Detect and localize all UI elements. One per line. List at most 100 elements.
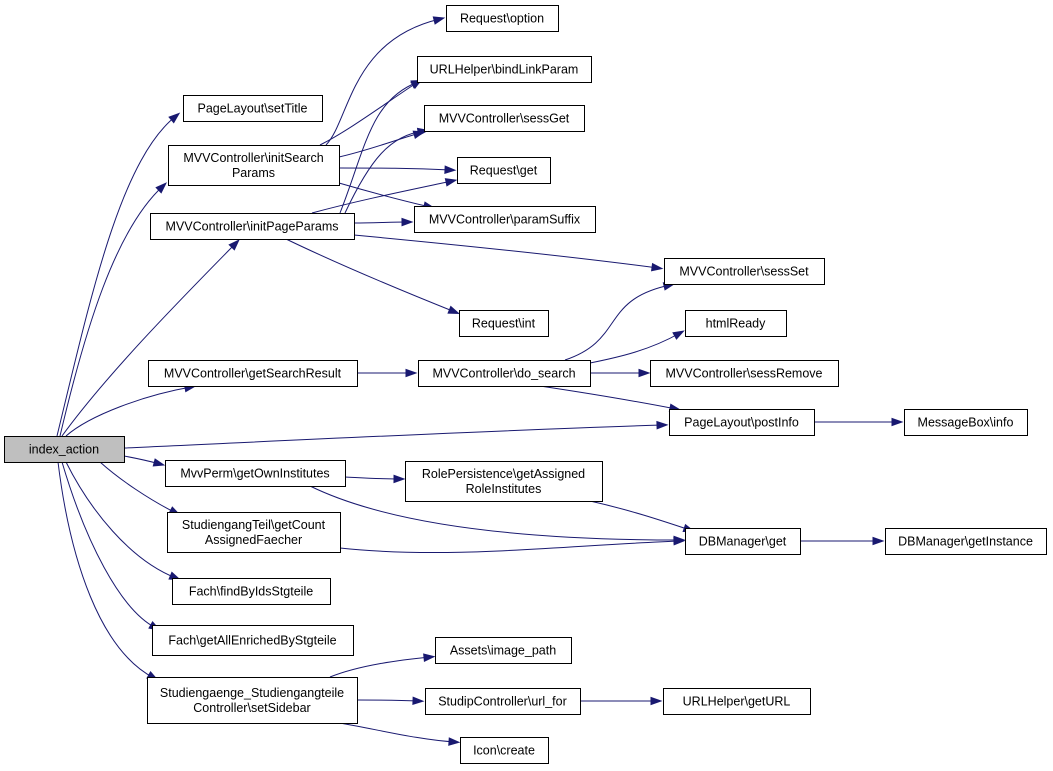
- node-getAssignedRoleInstitutes-label: RolePersistence\getAssigned: [422, 467, 585, 481]
- edge-getCountAssignedFaecher-to-dbGet: [339, 536, 686, 554]
- edge-initPageParams-to-requestGet-line: [311, 180, 453, 214]
- node-index_action-box: [4, 436, 125, 463]
- node-index_action[interactable]: index_action: [4, 436, 125, 463]
- node-iconCreate-box: [460, 737, 549, 764]
- node-requestOption-label: Request\option: [460, 12, 544, 26]
- node-initPageParams[interactable]: MVVController\initPageParams: [150, 213, 355, 240]
- node-getCountAssignedFaecher-label: StudiengangTeil\getCount: [182, 518, 326, 532]
- node-initSearchParams-label: MVVController\initSearch: [183, 151, 323, 165]
- node-doSearch-box: [418, 360, 591, 387]
- node-setTitle-label: PageLayout\setTitle: [197, 102, 307, 116]
- edge-setSidebar-to-iconCreate: [339, 722, 461, 746]
- edge-getSearchResult-to-doSearch-arrowhead: [405, 368, 418, 378]
- node-paramSuffix[interactable]: MVVController\paramSuffix: [414, 206, 596, 233]
- edge-getOwnInstitutes-to-getAssignedRoleInstitutes: [344, 474, 406, 484]
- edge-doSearch-to-sessRemove-arrowhead: [638, 368, 651, 378]
- edge-index_action-to-initSearchParams-arrowhead: [155, 182, 167, 194]
- node-requestGet[interactable]: Request\get: [457, 157, 551, 184]
- nodes-layer: index_action PageLayout\setTitleMVVContro…: [4, 5, 1047, 764]
- node-initSearchParams-box: [168, 145, 340, 186]
- node-sessGet-label: MVVController\sessGet: [439, 112, 570, 126]
- edge-doSearch-to-sessSet: [564, 282, 676, 361]
- node-setSidebar-label: Studiengaenge_Studiengangteile: [160, 686, 344, 700]
- node-setSidebar[interactable]: Studiengaenge_StudiengangteileController…: [147, 677, 358, 724]
- node-setSidebar-box: [147, 677, 358, 724]
- node-sessSet[interactable]: MVVController\sessSet: [664, 258, 825, 285]
- edge-postInfo-to-messageBoxInfo-arrowhead: [891, 417, 904, 427]
- edge-index_action-to-getOwnInstitutes-arrowhead: [152, 458, 166, 467]
- edge-doSearch-to-htmlReady-line: [589, 332, 681, 364]
- edge-doSearch-to-sessRemove: [590, 368, 651, 378]
- edge-setSidebar-to-iconCreate-line: [339, 722, 456, 743]
- node-iconCreate[interactable]: Icon\create: [460, 737, 549, 764]
- edge-initPageParams-to-requestGet: [311, 178, 458, 214]
- edge-doSearch-to-htmlReady: [589, 330, 685, 364]
- edge-index_action-to-setTitle-line: [56, 115, 177, 437]
- node-sessRemove-box: [650, 360, 839, 387]
- node-requestOption[interactable]: Request\option: [446, 5, 559, 32]
- edge-setSidebar-to-imagePath: [329, 653, 436, 678]
- node-sessSet-box: [664, 258, 825, 285]
- node-setTitle-box: [183, 95, 323, 122]
- edge-getOwnInstitutes-to-getAssignedRoleInstitutes-line: [344, 476, 401, 480]
- edge-initSearchParams-to-requestGet-line: [338, 167, 452, 171]
- node-imagePath-label: Assets\image_path: [450, 644, 556, 658]
- edge-index_action-to-findByIdsStgteile: [65, 461, 182, 581]
- node-requestGet-box: [457, 157, 551, 184]
- edge-index_action-to-initPageParams-arrowhead: [228, 239, 240, 251]
- node-requestInt-label: Request\int: [472, 317, 536, 331]
- node-urlFor-box: [425, 688, 581, 715]
- node-getAssignedRoleInstitutes-label: RoleInstitutes: [466, 482, 542, 496]
- node-getSearchResult-box: [148, 360, 358, 387]
- node-imagePath-box: [435, 637, 572, 664]
- node-doSearch[interactable]: MVVController\do_search: [418, 360, 591, 387]
- edge-index_action-to-postInfo: [123, 420, 669, 449]
- edge-getAssignedRoleInstitutes-to-dbGet: [589, 500, 696, 533]
- node-getURL-label: URLHelper\getURL: [683, 695, 791, 709]
- edge-index_action-to-setTitle-arrowhead: [168, 112, 181, 124]
- node-getSearchResult[interactable]: MVVController\getSearchResult: [148, 360, 358, 387]
- edge-dbGet-to-getInstance-arrowhead: [872, 536, 885, 546]
- node-requestInt[interactable]: Request\int: [459, 310, 549, 337]
- edge-index_action-to-findByIdsStgteile-line: [65, 461, 177, 579]
- node-iconCreate-label: Icon\create: [473, 744, 535, 758]
- node-getURL[interactable]: URLHelper\getURL: [663, 688, 811, 715]
- node-findByIdsStgteile[interactable]: Fach\findByIdsStgteile: [172, 578, 331, 605]
- node-postInfo-label: PageLayout\postInfo: [684, 416, 799, 430]
- edge-initPageParams-to-paramSuffix: [353, 217, 414, 227]
- node-findByIdsStgteile-box: [172, 578, 331, 605]
- edge-getCountAssignedFaecher-to-dbGet-arrowhead: [673, 536, 686, 546]
- node-getAssignedRoleInstitutes[interactable]: RolePersistence\getAssignedRoleInstitute…: [405, 461, 603, 502]
- node-messageBoxInfo[interactable]: MessageBox\info: [904, 409, 1028, 436]
- edge-index_action-to-initSearchParams-line: [59, 185, 164, 437]
- edge-index_action-to-setSidebar-line: [57, 461, 155, 679]
- node-setTitle[interactable]: PageLayout\setTitle: [183, 95, 323, 122]
- node-urlFor-label: StudipController\url_for: [438, 695, 567, 709]
- edge-doSearch-to-sessSet-line: [564, 284, 671, 361]
- edge-setSidebar-to-urlFor: [356, 696, 425, 706]
- node-dbGet-box: [685, 528, 801, 555]
- edge-dbGet-to-getInstance: [799, 536, 885, 546]
- node-getInstance[interactable]: DBManager\getInstance: [885, 528, 1047, 555]
- node-postInfo[interactable]: PageLayout\postInfo: [669, 409, 815, 436]
- node-urlFor[interactable]: StudipController\url_for: [425, 688, 581, 715]
- node-messageBoxInfo-label: MessageBox\info: [918, 416, 1014, 430]
- node-getAllEnrichedByStgteile-label: Fach\getAllEnrichedByStgteile: [168, 634, 336, 648]
- edge-index_action-to-initPageParams-line: [61, 242, 237, 437]
- node-sessGet[interactable]: MVVController\sessGet: [424, 105, 585, 132]
- edge-index_action-to-getAllEnrichedByStgteile-line: [61, 461, 157, 629]
- node-bindLinkParam[interactable]: URLHelper\bindLinkParam: [417, 56, 592, 83]
- node-htmlReady[interactable]: htmlReady: [685, 310, 787, 337]
- edge-index_action-to-getOwnInstitutes: [123, 455, 166, 467]
- node-dbGet[interactable]: DBManager\get: [685, 528, 801, 555]
- node-imagePath[interactable]: Assets\image_path: [435, 637, 572, 664]
- node-initPageParams-label: MVVController\initPageParams: [166, 220, 339, 234]
- node-getOwnInstitutes[interactable]: MvvPerm\getOwnInstitutes: [165, 460, 346, 487]
- node-initPageParams-box: [150, 213, 355, 240]
- node-initSearchParams-label: Params: [232, 166, 275, 180]
- node-sessRemove[interactable]: MVVController\sessRemove: [650, 360, 839, 387]
- node-getAllEnrichedByStgteile[interactable]: Fach\getAllEnrichedByStgteile: [152, 625, 354, 656]
